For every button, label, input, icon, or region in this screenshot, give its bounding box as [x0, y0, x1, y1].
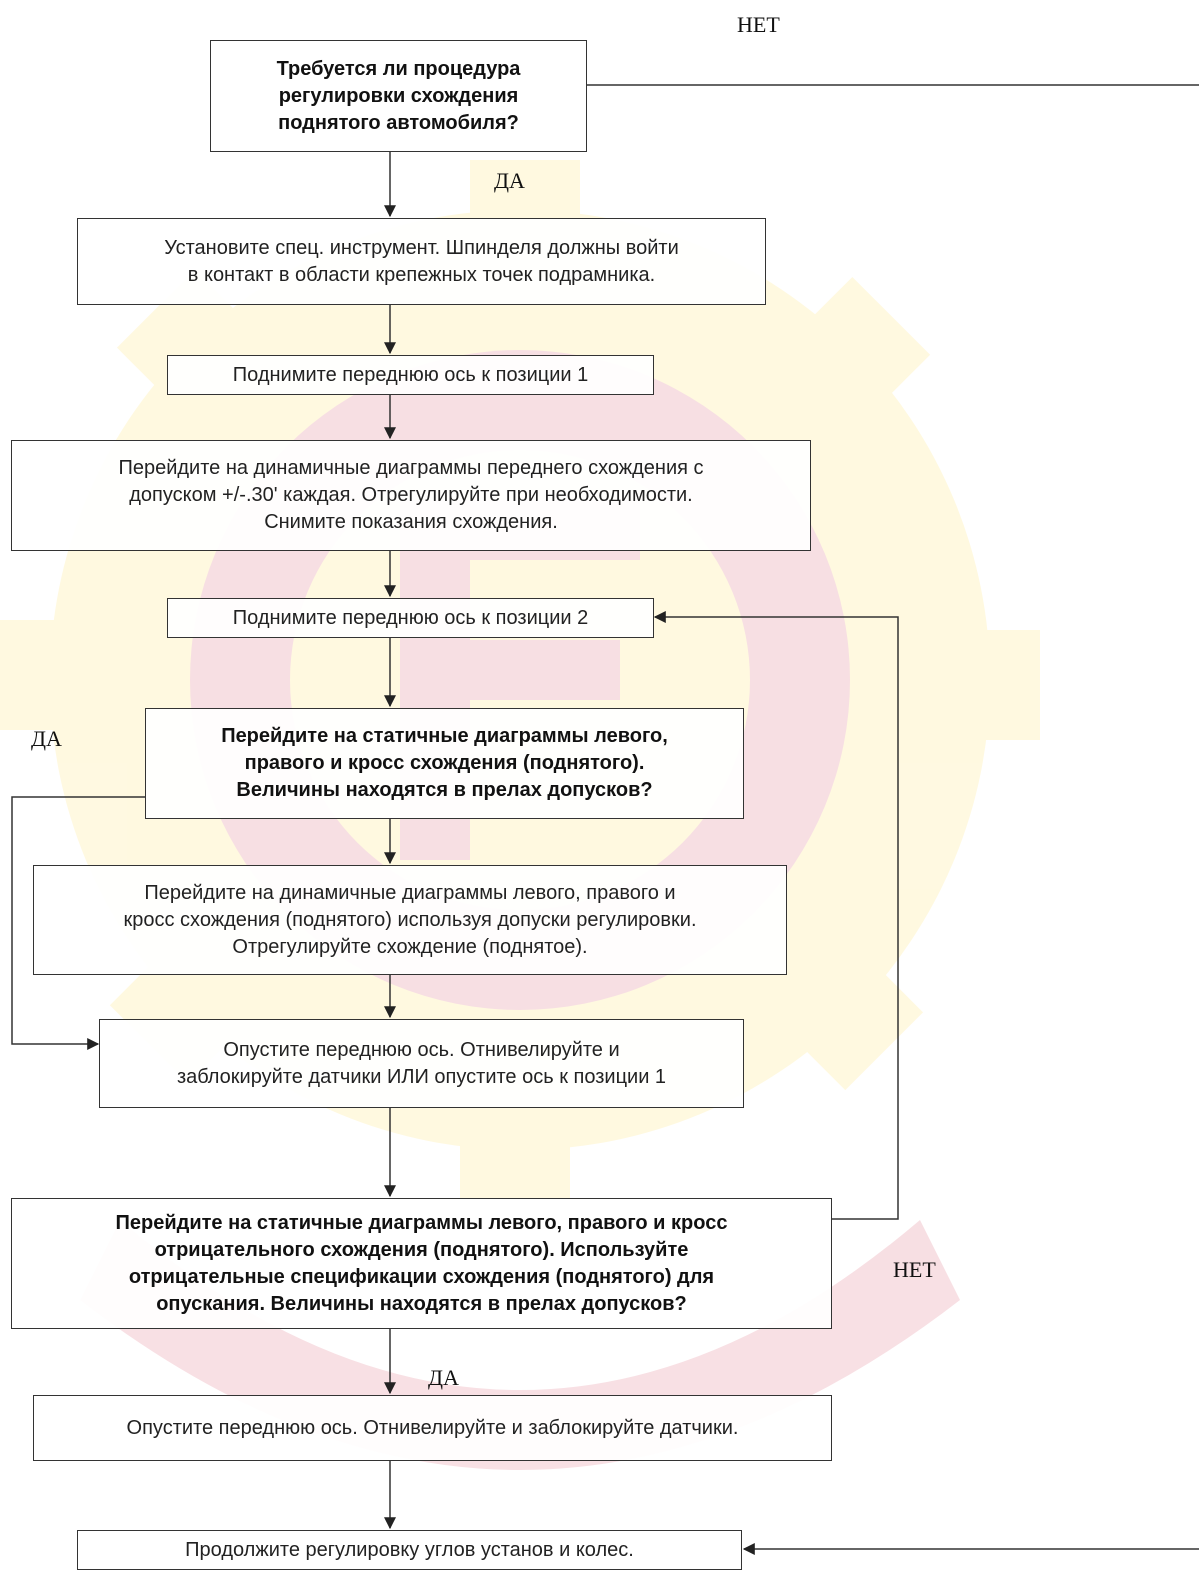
- arrow-yes-bypass: [11, 796, 145, 1050]
- label-no-right: НЕТ: [893, 1257, 936, 1282]
- label-yes-bottom: ДА: [428, 1365, 459, 1390]
- step-lower-lock-sensors: Опустите переднюю ось. Отнивелируйте и з…: [33, 1395, 832, 1461]
- label-no-top: НЕТ: [737, 12, 780, 37]
- decision-static-negative-toe: Перейдите на статичные диаграммы левого,…: [11, 1198, 832, 1329]
- step-continue-alignment: Продолжите регулировку углов установ и к…: [77, 1530, 742, 1570]
- step-install-tool: Установите спец. инструмент. Шпинделя до…: [77, 218, 766, 305]
- step-raise-position-1: Поднимите переднюю ось к позиции 1: [167, 355, 654, 395]
- step-dynamic-adjust-toe: Перейдите на динамичные диаграммы левого…: [33, 865, 787, 975]
- decision-raised-toe-procedure: Требуется ли процедура регулировки схожд…: [210, 40, 587, 152]
- decision-static-raised-toe: Перейдите на статичные диаграммы левого,…: [145, 708, 744, 819]
- arrow-no-loop-back: [653, 611, 899, 1220]
- step-raise-position-2: Поднимите переднюю ось к позиции 2: [167, 598, 654, 638]
- step-lower-level-lock: Опустите переднюю ось. Отнивелируйте и з…: [99, 1019, 744, 1108]
- step-dynamic-front-toe: Перейдите на динамичные диаграммы передн…: [11, 440, 811, 551]
- label-yes-1: ДА: [494, 168, 525, 193]
- label-yes-left: ДА: [31, 726, 62, 751]
